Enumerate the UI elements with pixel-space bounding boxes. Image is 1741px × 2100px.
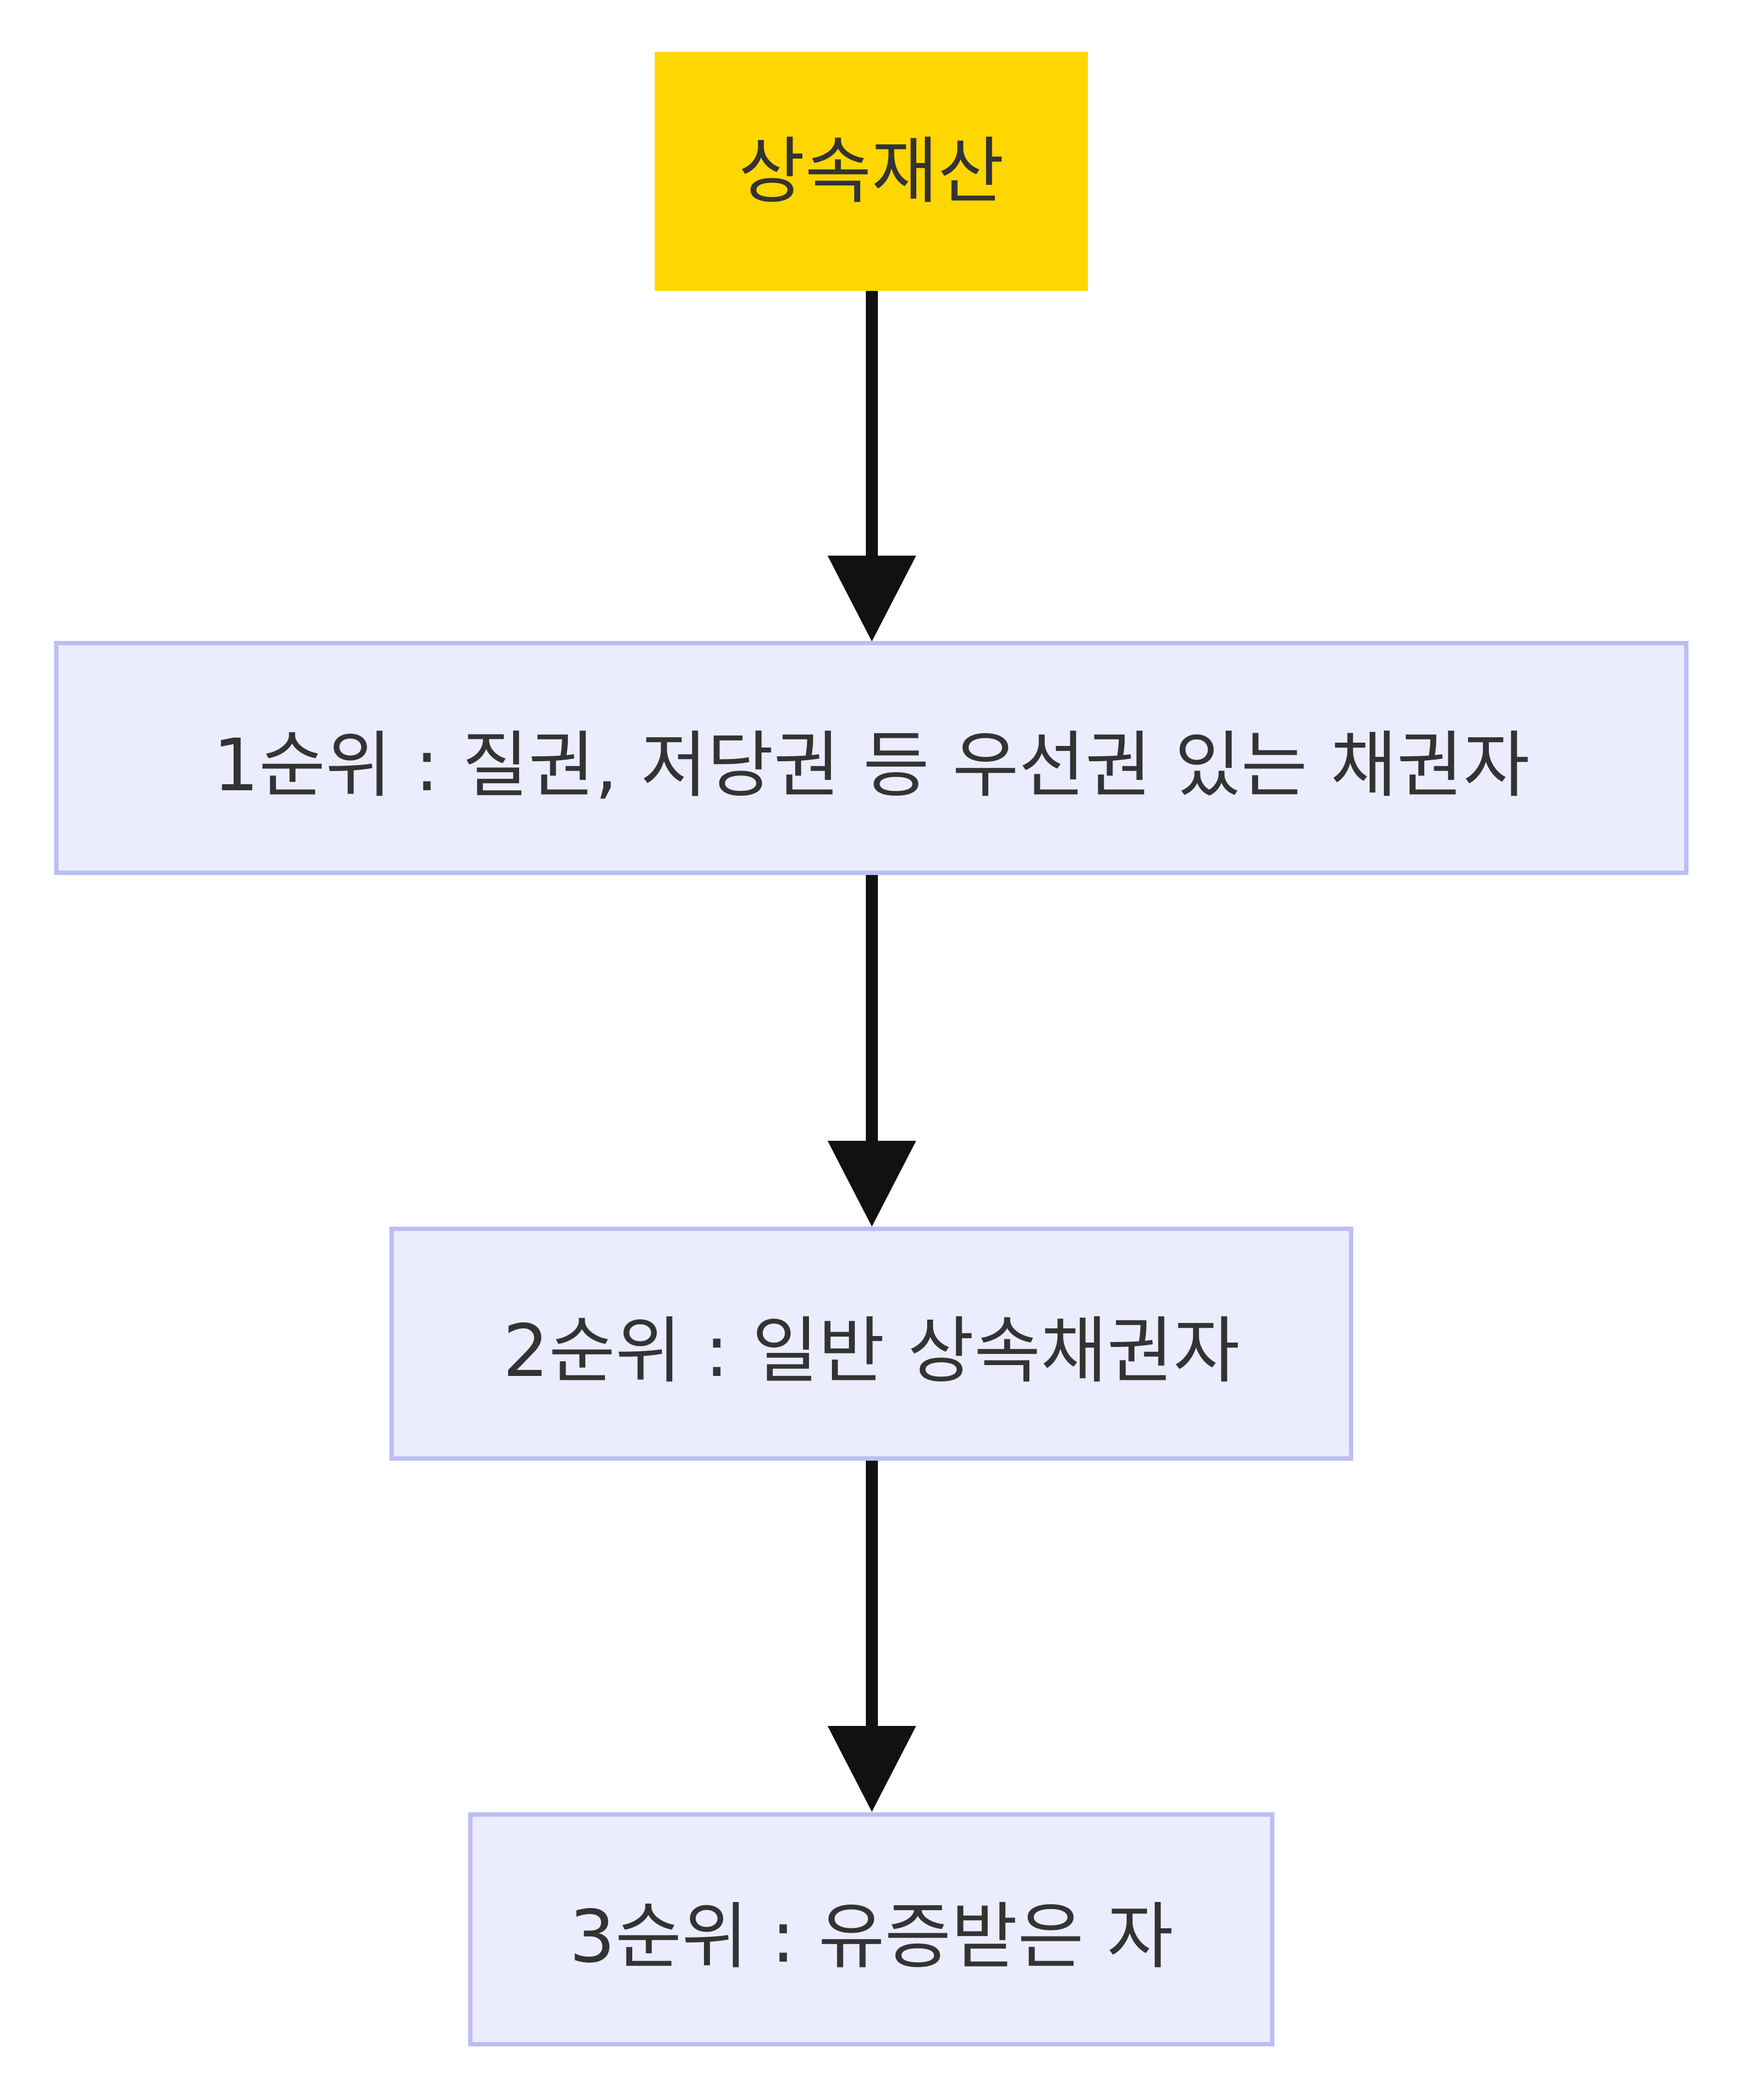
node-rank1: 1순위 : 질권, 저당권 등 우선권 있는 채권자 xyxy=(54,641,1688,875)
node-estate-box xyxy=(655,52,1088,291)
node-estate-label: 상속재산 xyxy=(738,130,1004,214)
node-rank3-label: 3순위 : 유증받은 자 xyxy=(569,1895,1173,1979)
node-rank1-box xyxy=(54,641,1688,875)
arrowhead-rank2-to-rank3 xyxy=(828,1726,916,1812)
arrowhead-estate-to-rank1 xyxy=(828,556,916,641)
node-rank2-box xyxy=(389,1227,1353,1461)
node-rank1-label: 1순위 : 질권, 저당권 등 우선권 있는 채권자 xyxy=(213,724,1529,808)
node-rank2: 2순위 : 일반 상속채권자 xyxy=(389,1227,1353,1461)
edges xyxy=(828,289,916,1812)
arrowhead-rank1-to-rank2 xyxy=(828,1141,916,1227)
node-estate: 상속재산 xyxy=(655,52,1088,291)
node-rank3-box xyxy=(468,1812,1274,2046)
node-rank3: 3순위 : 유증받은 자 xyxy=(468,1812,1274,2046)
node-rank2-label: 2순위 : 일반 상속채권자 xyxy=(503,1309,1239,1393)
